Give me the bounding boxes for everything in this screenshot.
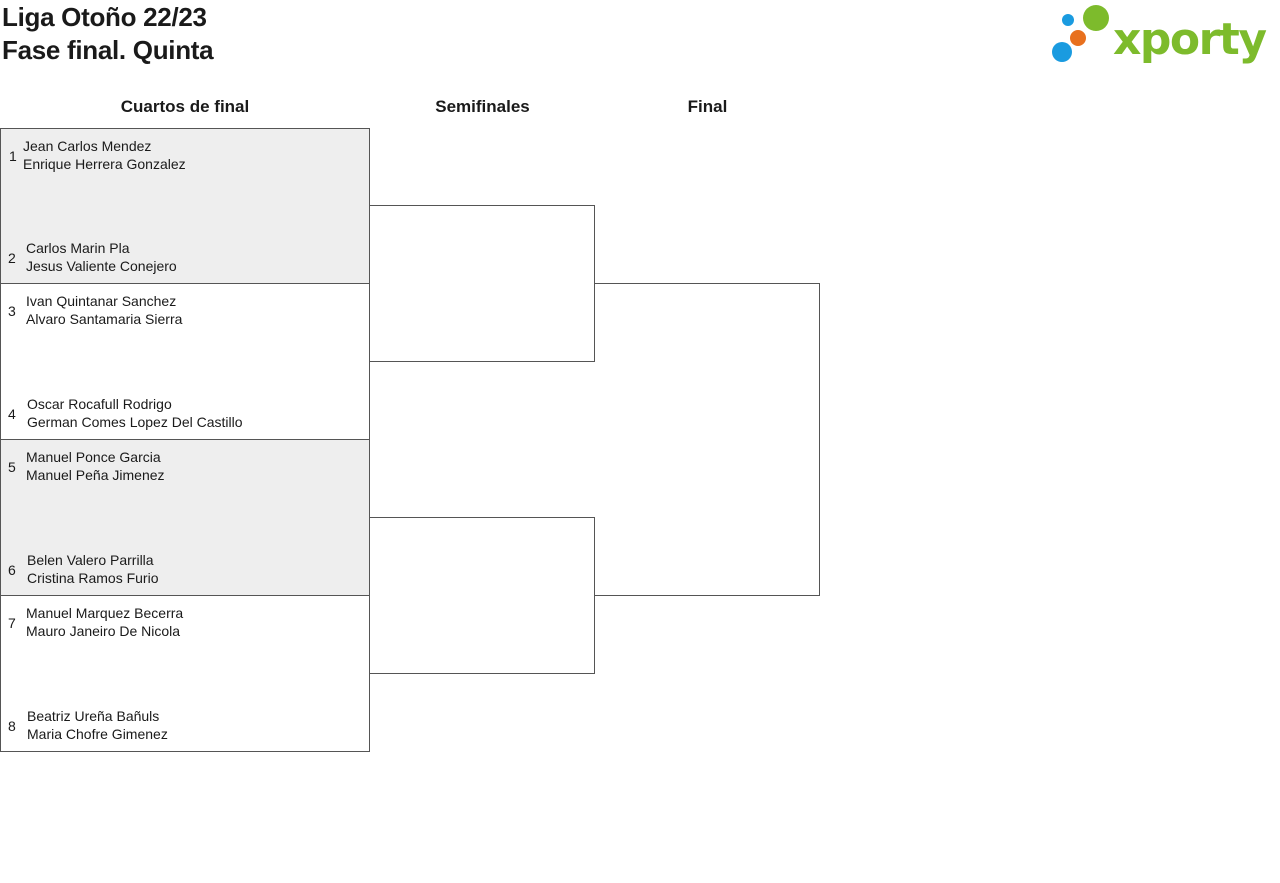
player-name: Enrique Herrera Gonzalez bbox=[23, 156, 186, 172]
logo-dot-green bbox=[1083, 5, 1109, 31]
team-seed: 5 bbox=[8, 459, 16, 475]
player-name: Maria Chofre Gimenez bbox=[27, 726, 168, 742]
player-name: Ivan Quintanar Sanchez bbox=[26, 293, 177, 309]
team-pair: Beatriz Ureña Bañuls Maria Chofre Gimene… bbox=[27, 707, 168, 743]
round-header-final: Final bbox=[687, 97, 728, 116]
team-pair: Ivan Quintanar Sanchez Alvaro Santamaria… bbox=[26, 292, 182, 328]
team-seed: 7 bbox=[8, 615, 16, 631]
logo-dot-small-blue bbox=[1062, 14, 1074, 26]
player-name: Jesus Valiente Conejero bbox=[26, 258, 177, 274]
player-name: Manuel Marquez Becerra bbox=[26, 605, 184, 621]
page-title: Liga Otoño 22/23 bbox=[2, 2, 207, 32]
team-seed: 3 bbox=[8, 303, 16, 319]
quarterfinal-match-1: 1 Jean Carlos Mendez Enrique Herrera Gon… bbox=[0, 128, 370, 284]
semifinal-slot-1 bbox=[369, 205, 595, 362]
round-header-semifinals: Semifinales bbox=[435, 97, 530, 116]
logo-dot-blue bbox=[1052, 42, 1072, 62]
quarterfinal-match-4: 7 Manuel Marquez Becerra Mauro Janeiro D… bbox=[0, 595, 370, 752]
logo-wordmark: xporty bbox=[1113, 14, 1266, 65]
team-seed: 8 bbox=[8, 718, 16, 734]
team-seed: 4 bbox=[8, 406, 16, 422]
final-slot bbox=[594, 283, 820, 596]
team-pair: Jean Carlos Mendez Enrique Herrera Gonza… bbox=[23, 137, 186, 173]
semifinal-slot-2 bbox=[369, 517, 595, 674]
player-name: Manuel Peña Jimenez bbox=[26, 467, 165, 483]
xporty-logo: xporty bbox=[1052, 5, 1268, 65]
round-header-quarterfinals: Cuartos de final bbox=[120, 97, 250, 116]
player-name: German Comes Lopez Del Castillo bbox=[27, 414, 243, 430]
player-name: Beatriz Ureña Bañuls bbox=[27, 708, 160, 724]
quarterfinal-match-2: 3 Ivan Quintanar Sanchez Alvaro Santamar… bbox=[0, 283, 370, 440]
player-name: Oscar Rocafull Rodrigo bbox=[27, 396, 172, 412]
logo-dot-orange bbox=[1070, 30, 1086, 46]
player-name: Belen Valero Parrilla bbox=[27, 552, 154, 568]
team-pair: Belen Valero Parrilla Cristina Ramos Fur… bbox=[27, 551, 158, 587]
page-subtitle: Fase final. Quinta bbox=[2, 35, 214, 65]
team-pair: Manuel Marquez Becerra Mauro Janeiro De … bbox=[26, 604, 183, 640]
team-pair: Manuel Ponce Garcia Manuel Peña Jimenez bbox=[26, 448, 165, 484]
player-name: Jean Carlos Mendez bbox=[23, 138, 152, 154]
team-seed: 1 bbox=[9, 148, 17, 164]
team-pair: Oscar Rocafull Rodrigo German Comes Lope… bbox=[27, 395, 243, 431]
team-seed: 6 bbox=[8, 562, 16, 578]
team-pair: Carlos Marin Pla Jesus Valiente Conejero bbox=[26, 239, 177, 275]
player-name: Carlos Marin Pla bbox=[26, 240, 130, 256]
player-name: Cristina Ramos Furio bbox=[27, 570, 159, 586]
player-name: Alvaro Santamaria Sierra bbox=[26, 311, 183, 327]
player-name: Manuel Ponce Garcia bbox=[26, 449, 161, 465]
team-seed: 2 bbox=[8, 250, 16, 266]
quarterfinal-match-3: 5 Manuel Ponce Garcia Manuel Peña Jimene… bbox=[0, 439, 370, 596]
player-name: Mauro Janeiro De Nicola bbox=[26, 623, 181, 639]
